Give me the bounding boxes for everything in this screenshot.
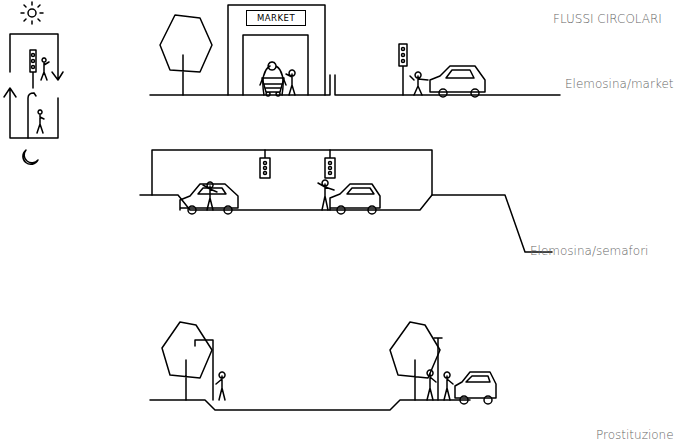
traffic-scene: [140, 150, 552, 252]
cycle-icon: [4, 34, 63, 138]
moon-icon: [23, 150, 38, 164]
night-scene: [150, 322, 496, 410]
scene-label: Elemosina/market: [565, 77, 674, 91]
sign-text: MARKET: [257, 13, 295, 23]
scene-label: Prostituzione: [596, 428, 674, 442]
sun-icon: [21, 2, 43, 24]
shop-sign: MARKET: [246, 10, 306, 26]
diagram-title: FLUSSI CIRCOLARI: [553, 12, 662, 26]
market-scene: [150, 5, 560, 97]
scene-label: Elemosina/semafori: [530, 244, 648, 258]
